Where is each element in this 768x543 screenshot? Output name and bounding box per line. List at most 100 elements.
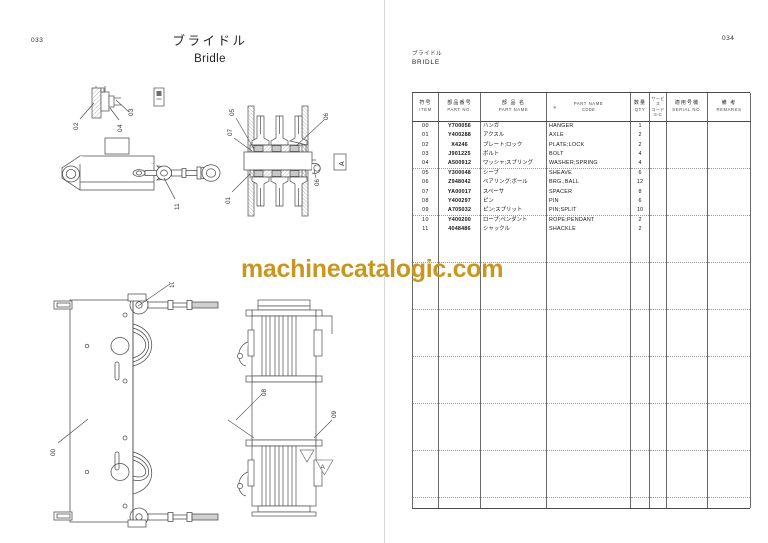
cell-qty xyxy=(630,281,650,291)
cell-rem xyxy=(707,450,751,461)
cell-sc xyxy=(649,281,667,291)
cell-item xyxy=(412,488,439,499)
table-row-empty xyxy=(412,375,751,385)
cell-rem xyxy=(707,159,751,170)
cell-rem xyxy=(707,431,751,442)
callout-03: 03 xyxy=(128,108,135,116)
cell-pno xyxy=(438,347,481,358)
cell-pno xyxy=(438,488,481,499)
cell-item: 09 xyxy=(412,206,439,217)
cell-item xyxy=(412,413,439,423)
cell-en: HANGER xyxy=(546,121,631,132)
cell-item xyxy=(412,290,439,301)
table-row-empty xyxy=(412,309,751,320)
cell-ser xyxy=(666,149,708,160)
cell-rem xyxy=(707,234,751,244)
section-heading: ブライドル BRIDLE xyxy=(412,50,442,68)
cell-sc xyxy=(649,168,667,179)
cell-sc xyxy=(649,272,667,282)
callout-04: 04 xyxy=(117,124,124,132)
table-row-empty xyxy=(412,328,751,338)
cell-pno xyxy=(438,253,481,264)
cell-en xyxy=(546,281,631,291)
cell-pno: YA00017 xyxy=(438,187,481,197)
cell-en xyxy=(546,337,631,348)
cell-jp xyxy=(480,243,547,254)
cell-ser xyxy=(666,215,708,226)
cell-qty xyxy=(630,403,650,414)
col-header-code-en: PART NAME xyxy=(573,101,604,107)
cell-en: BRG.;BALL xyxy=(546,178,631,188)
cell-sc xyxy=(649,394,667,405)
cell-qty xyxy=(630,319,650,329)
cell-ser xyxy=(666,309,708,320)
cell-pno: Z948042 xyxy=(438,178,481,188)
col-header-service-code: サービス コード S-C xyxy=(649,93,667,123)
page-title-japanese: ブライドル xyxy=(172,34,248,48)
cell-jp xyxy=(480,337,547,348)
cell-rem xyxy=(707,309,751,320)
cell-qty xyxy=(630,422,650,432)
callout-06: 06 xyxy=(323,112,330,120)
cell-rem xyxy=(707,337,751,348)
cell-qty xyxy=(630,272,650,282)
cell-ser xyxy=(666,225,708,235)
cell-pno xyxy=(438,497,481,508)
cell-jp xyxy=(480,441,547,452)
cell-rem xyxy=(707,375,751,385)
cell-sc xyxy=(649,131,667,141)
cell-jp: プレート;ロック xyxy=(480,140,547,150)
callout-10: 10 xyxy=(169,282,176,288)
col-header-sc-jp1: サービス xyxy=(651,96,665,107)
section-heading-japanese: ブライドル xyxy=(412,51,442,57)
section-view-marker: A xyxy=(312,456,338,482)
col-header-part-name-jp: 部 品 名 xyxy=(501,100,526,107)
cell-sc xyxy=(649,319,667,329)
cell-jp xyxy=(480,272,547,282)
cell-pno xyxy=(438,300,481,311)
col-header-part-name: 部 品 名 PART NAME xyxy=(480,93,547,123)
cell-en xyxy=(546,394,631,405)
cell-en xyxy=(546,413,631,423)
cell-jp xyxy=(480,488,547,499)
callout-09: 09 xyxy=(331,410,338,418)
cell-qty xyxy=(630,469,650,479)
cell-pno: Y400288 xyxy=(438,131,481,141)
cell-item: 10 xyxy=(412,215,439,226)
col-header-part-no-en: PART NO. xyxy=(447,107,472,113)
cell-pno: X4246 xyxy=(438,140,481,150)
col-header-qty: 数量 QTY xyxy=(630,93,650,123)
cell-en xyxy=(546,356,631,367)
cell-en: SPACER xyxy=(546,187,631,197)
table-row-empty xyxy=(412,272,751,282)
col-header-remarks-jp: 備 考 xyxy=(721,100,737,107)
cell-pno xyxy=(438,450,481,461)
cell-pno xyxy=(438,413,481,423)
cell-en xyxy=(546,272,631,282)
cell-sc xyxy=(649,478,667,489)
cell-sc xyxy=(649,178,667,188)
cell-qty: 10 xyxy=(630,206,650,217)
cell-item xyxy=(412,243,439,254)
cell-ser xyxy=(666,337,708,348)
cell-item xyxy=(412,337,439,348)
cell-qty xyxy=(630,356,650,367)
col-header-part-name-en: PART NAME xyxy=(498,107,529,113)
cell-qty: 6 xyxy=(630,168,650,179)
cell-qty: 1 xyxy=(630,121,650,132)
table-row-empty xyxy=(412,234,751,244)
cell-qty: 4 xyxy=(630,149,650,160)
cell-sc xyxy=(649,450,667,461)
table-row-empty xyxy=(412,431,751,442)
cell-rem xyxy=(707,168,751,179)
cell-sc xyxy=(649,187,667,197)
cell-rem xyxy=(707,366,751,376)
cell-item xyxy=(412,366,439,376)
cell-en xyxy=(546,431,631,442)
cell-en xyxy=(546,469,631,479)
